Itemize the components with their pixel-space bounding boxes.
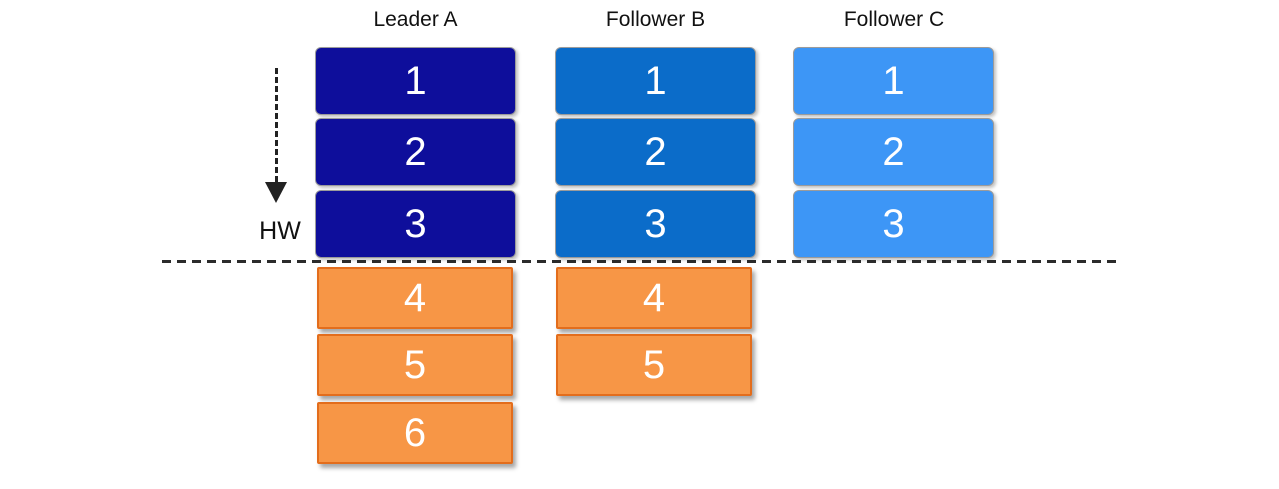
block-follower-b-4: 4 bbox=[556, 267, 752, 329]
block-follower-b-5: 5 bbox=[556, 334, 752, 396]
block-follower-c-2: 2 bbox=[793, 118, 994, 186]
block-leader-a-5: 5 bbox=[317, 334, 513, 396]
column-title-leader-a: Leader A bbox=[373, 8, 458, 31]
block-follower-c-3: 3 bbox=[793, 190, 994, 258]
block-follower-c-1: 1 bbox=[793, 47, 994, 115]
block-follower-b-3: 3 bbox=[555, 190, 756, 258]
high-watermark-line bbox=[162, 260, 1118, 263]
block-leader-a-1: 1 bbox=[315, 47, 516, 115]
down-arrow-head-icon bbox=[265, 182, 287, 203]
column-title-follower-b: Follower B bbox=[605, 8, 706, 31]
down-arrow-dashed-line bbox=[275, 68, 278, 182]
block-leader-a-4: 4 bbox=[317, 267, 513, 329]
block-leader-a-3: 3 bbox=[315, 190, 516, 258]
column-title-follower-c: Follower C bbox=[843, 8, 945, 31]
block-follower-b-1: 1 bbox=[555, 47, 756, 115]
block-follower-b-2: 2 bbox=[555, 118, 756, 186]
block-leader-a-6: 6 bbox=[317, 402, 513, 464]
hw-label: HW bbox=[259, 217, 301, 245]
block-leader-a-2: 2 bbox=[315, 118, 516, 186]
